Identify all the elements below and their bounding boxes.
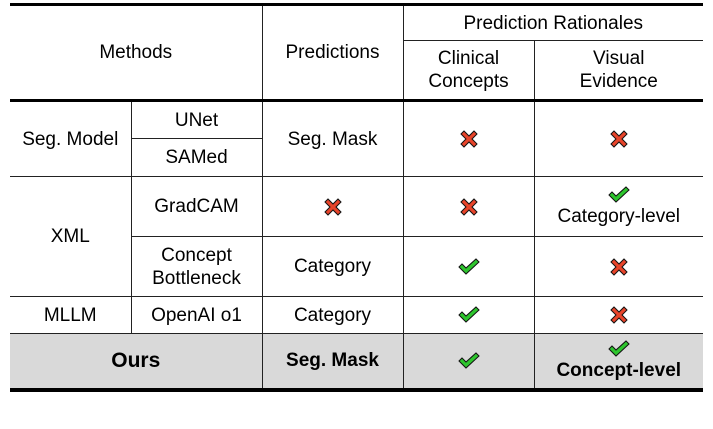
- visual-cell: [533, 100, 704, 177]
- group-mllm: MLLM: [10, 296, 132, 334]
- clinical-cell: [402, 100, 535, 177]
- cross-icon: [610, 257, 628, 276]
- clinical-cell: [402, 236, 535, 297]
- clinical-cell: [402, 176, 535, 237]
- cross-icon: [610, 130, 628, 148]
- header-predictions: Predictions: [261, 3, 404, 102]
- visual-cell: [533, 296, 704, 334]
- cross-icon: [459, 197, 478, 216]
- method-gradcam: GradCAM: [130, 176, 263, 237]
- header-methods: Methods: [10, 3, 263, 102]
- check-icon: [457, 306, 480, 324]
- visual-cell: [533, 236, 704, 297]
- cross-icon: [323, 197, 342, 216]
- visual-cell: Category-level: [533, 176, 704, 237]
- prediction-seg-mask-ours: Seg. Mask: [261, 333, 404, 392]
- method-samed: SAMed: [131, 138, 262, 177]
- header-rationales: Prediction Rationales: [402, 3, 704, 41]
- group-seg-model: Seg. Model: [10, 100, 132, 177]
- check-icon: [608, 340, 630, 357]
- visual-note: Concept-level: [556, 360, 682, 382]
- cross-icon: [459, 130, 478, 148]
- clinical-cell: [402, 296, 535, 334]
- prediction-category: Category: [261, 296, 404, 334]
- check-icon: [457, 352, 480, 369]
- method-openai-o1: OpenAI o1: [130, 296, 263, 334]
- comparison-table: Methods Predictions Prediction Rationale…: [10, 3, 704, 392]
- prediction-seg-mask: Seg. Mask: [261, 100, 404, 177]
- check-icon: [608, 186, 630, 203]
- visual-cell: Concept-level: [533, 333, 704, 392]
- cross-icon: [610, 306, 628, 324]
- clinical-cell: [402, 333, 535, 392]
- prediction-cell: [261, 176, 404, 237]
- check-icon: [457, 258, 480, 275]
- method-unet: UNet: [130, 100, 263, 139]
- group-xml: XML: [10, 176, 132, 297]
- prediction-category: Category: [261, 236, 404, 297]
- group-ours: Ours: [10, 333, 263, 392]
- visual-note: Category-level: [557, 206, 681, 227]
